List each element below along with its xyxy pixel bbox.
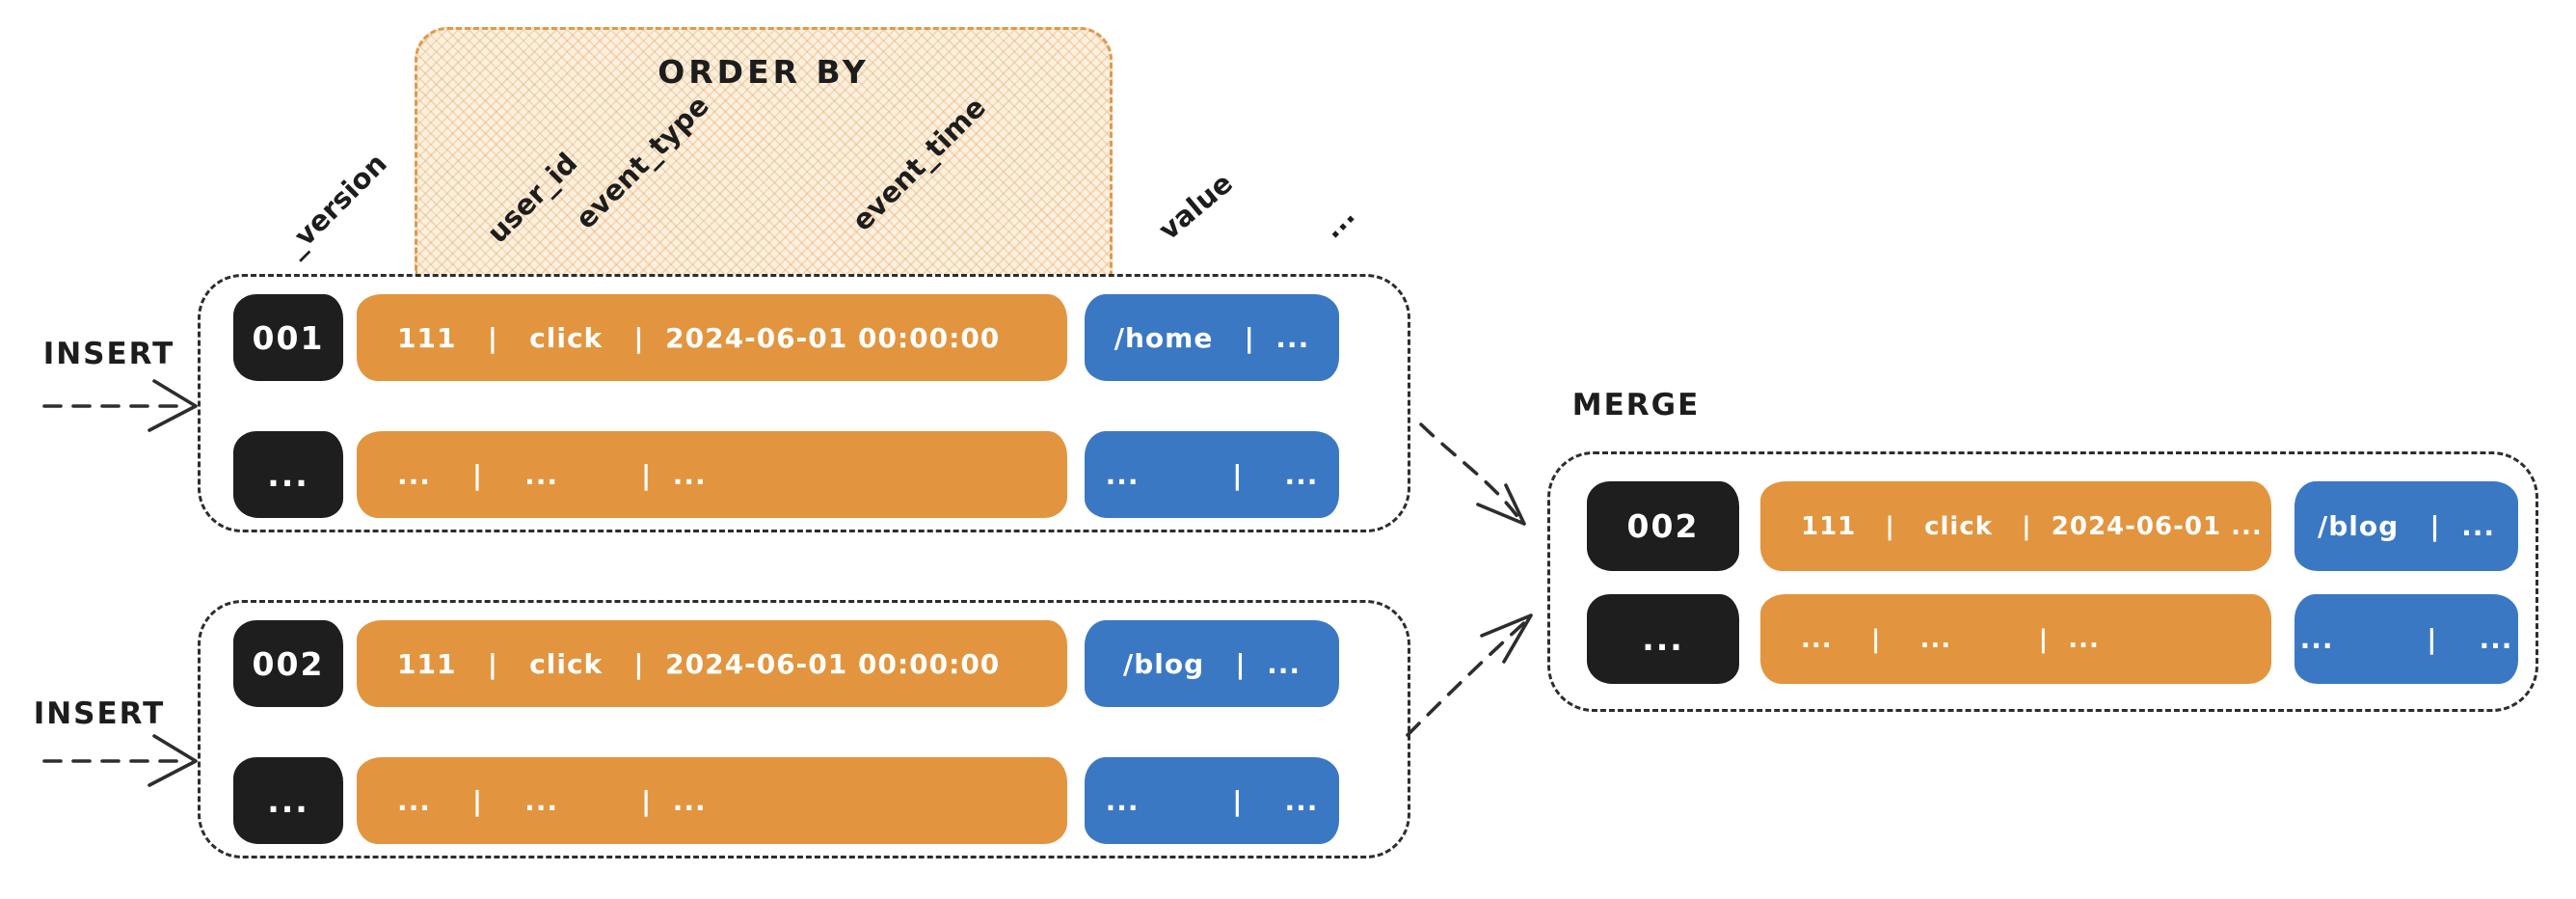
sorting-key-cell: 111 | click | 2024-06-01 00:00:00 — [357, 620, 1067, 707]
table-row: 001 111 | click | 2024-06-01 00:00:00 /h… — [233, 294, 1408, 381]
value-cell: ... | ... — [1085, 431, 1339, 518]
sorting-key-cell: ... | ... | ... — [357, 757, 1067, 844]
value-cell: /blog | ... — [1085, 620, 1339, 707]
version-cell: ... — [1587, 594, 1739, 684]
merge-arrow-from-part2-head — [1480, 613, 1533, 664]
order-by-label: ORDER BY — [657, 53, 870, 91]
insert-label-top: INSERT — [42, 337, 175, 371]
part-2-rows: 002 111 | click | 2024-06-01 00:00:00 /b… — [201, 603, 1408, 856]
table-row: ... ... | ... | ... ... | ... — [1587, 594, 2536, 684]
merge-arrow-from-part1-line — [1419, 422, 1521, 521]
merged-rows: 002 111 | click | 2024-06-01 ... /blog |… — [1550, 454, 2536, 709]
column-header-version: _version — [278, 147, 393, 262]
merge-label: MERGE — [1571, 388, 1701, 422]
table-row: 002 111 | click | 2024-06-01 00:00:00 /b… — [233, 620, 1408, 707]
insert-arrow-bottom-head — [148, 734, 198, 787]
merged-part: 002 111 | click | 2024-06-01 ... /blog |… — [1547, 451, 2538, 712]
version-cell: 002 — [233, 620, 343, 707]
version-cell: 002 — [1587, 481, 1739, 571]
merge-arrow-from-part2-line — [1406, 618, 1529, 737]
value-cell: ... | ... — [2294, 594, 2518, 684]
merge-arrow-from-part1-head — [1476, 483, 1526, 526]
part-1-rows: 001 111 | click | 2024-06-01 00:00:00 /h… — [201, 277, 1408, 530]
value-cell: /blog | ... — [2294, 481, 2518, 571]
version-cell: ... — [233, 757, 343, 844]
table-row: 002 111 | click | 2024-06-01 ... /blog |… — [1587, 481, 2536, 571]
value-cell: ... | ... — [1085, 757, 1339, 844]
table-row: ... ... | ... | ... ... | ... — [233, 431, 1408, 518]
order-by-region: ORDER BY — [415, 27, 1113, 274]
version-cell: ... — [233, 431, 343, 518]
sorting-key-cell: ... | ... | ... — [1760, 594, 2271, 684]
sorting-key-cell: ... | ... | ... — [357, 431, 1067, 518]
table-row: ... ... | ... | ... ... | ... — [233, 757, 1408, 844]
insert-arrow-top-head — [148, 379, 198, 432]
sorting-key-cell: 111 | click | 2024-06-01 00:00:00 — [357, 294, 1067, 381]
sorting-key-cell: 111 | click | 2024-06-01 ... — [1760, 481, 2271, 571]
column-header-more: ... — [1315, 199, 1361, 245]
value-cell: /home | ... — [1085, 294, 1339, 381]
data-part-2: 002 111 | click | 2024-06-01 00:00:00 /b… — [198, 600, 1410, 858]
column-header-value: value — [1152, 166, 1239, 247]
version-cell: 001 — [233, 294, 343, 381]
data-part-1: 001 111 | click | 2024-06-01 00:00:00 /h… — [198, 274, 1410, 532]
insert-label-bottom: INSERT — [33, 696, 166, 731]
